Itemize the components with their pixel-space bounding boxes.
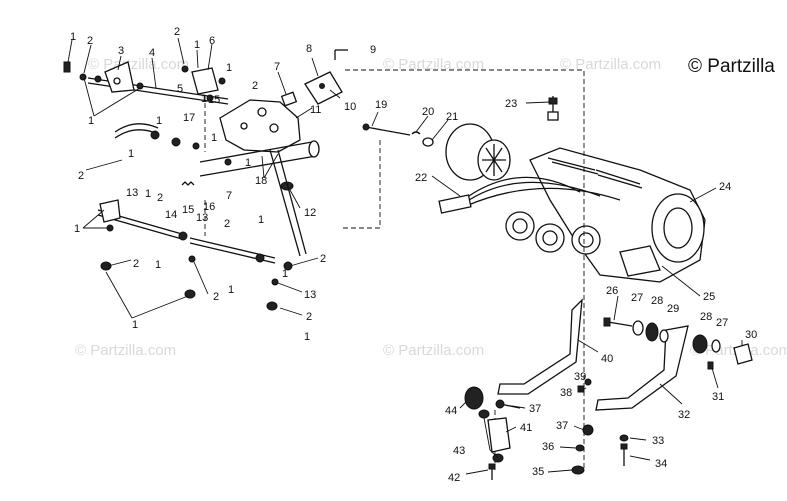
callout-1: 1 xyxy=(74,223,80,235)
callout-2: 2 xyxy=(252,80,258,92)
watermark-mid-center: © Partzilla.com xyxy=(383,342,485,359)
callout-2: 2 xyxy=(213,291,219,303)
callout-39: 39 xyxy=(574,371,586,383)
callout-17: 17 xyxy=(183,112,195,124)
callout-36: 36 xyxy=(542,441,554,453)
callout-13: 13 xyxy=(304,289,316,301)
callout-2: 2 xyxy=(87,35,93,47)
throttle-linkage-upper xyxy=(63,49,348,257)
callout-1: 1 xyxy=(145,188,151,200)
engine-carburetor-assembly xyxy=(362,96,706,283)
callout-26: 26 xyxy=(606,285,618,297)
callout-1: 1 xyxy=(156,115,162,127)
watermark-top-right: © Partzilla.com xyxy=(560,56,662,73)
callout-28: 28 xyxy=(651,295,663,307)
callout-32: 32 xyxy=(678,409,690,421)
callout-20: 20 xyxy=(422,106,434,118)
callout-30: 30 xyxy=(745,329,757,341)
callout-27: 27 xyxy=(716,317,728,329)
callout-16: 16 xyxy=(203,201,215,213)
callout-7: 7 xyxy=(226,190,232,202)
callout-44: 44 xyxy=(445,405,457,417)
callout-19: 19 xyxy=(375,99,387,111)
callout-1: 1 xyxy=(155,259,161,271)
callout-25: 25 xyxy=(703,291,715,303)
callout-1: 1 xyxy=(201,93,207,105)
callout-1: 1 xyxy=(128,148,134,160)
callout-1: 1 xyxy=(70,31,76,43)
callout-43: 43 xyxy=(453,445,465,457)
callout-18: 18 xyxy=(255,175,267,187)
callout-2: 2 xyxy=(320,253,326,265)
callout-15: 15 xyxy=(208,94,220,106)
callout-5: 5 xyxy=(177,83,183,95)
callout-13: 13 xyxy=(196,212,208,224)
callout-40: 40 xyxy=(601,353,613,365)
callout-2: 2 xyxy=(157,192,163,204)
callout-7: 7 xyxy=(274,61,280,73)
callout-1: 1 xyxy=(132,319,138,331)
callout-numbers: 1 2 3 4 2 1 6 1 5 1 15 2 1 7 8 9 10 11 1… xyxy=(70,26,757,484)
callout-27: 27 xyxy=(631,292,643,304)
callout-31: 31 xyxy=(712,391,724,403)
callout-11: 11 xyxy=(310,104,321,116)
callout-1: 1 xyxy=(228,284,234,296)
callout-2: 2 xyxy=(133,258,139,270)
callout-42: 42 xyxy=(448,472,460,484)
callout-3: 3 xyxy=(118,45,124,57)
callout-28: 28 xyxy=(700,311,712,323)
callout-29: 29 xyxy=(667,303,679,315)
callout-1: 1 xyxy=(245,157,251,169)
callout-1: 1 xyxy=(258,214,264,226)
callout-1: 1 xyxy=(211,132,217,144)
callout-34: 34 xyxy=(655,458,667,470)
callout-38: 38 xyxy=(560,387,572,399)
callout-1: 1 xyxy=(226,62,232,74)
callout-41: 41 xyxy=(520,422,532,434)
callout-15: 15 xyxy=(182,204,194,216)
callout-4: 4 xyxy=(149,47,155,59)
callout-33: 33 xyxy=(652,435,664,447)
leader-lines xyxy=(67,37,743,475)
callout-1: 1 xyxy=(88,115,94,127)
callout-14: 14 xyxy=(165,209,177,221)
callout-10: 10 xyxy=(344,101,356,113)
callout-1: 1 xyxy=(282,268,288,280)
callout-37: 37 xyxy=(529,403,541,415)
callout-35: 35 xyxy=(532,466,544,478)
callout-8: 8 xyxy=(306,43,312,55)
watermark-mid-left: © Partzilla.com xyxy=(75,342,177,359)
callout-2: 2 xyxy=(174,26,180,38)
copyright-notice: © Partzilla xyxy=(688,56,775,77)
callout-2: 2 xyxy=(78,170,84,182)
watermark-top-center: © Partzilla.com xyxy=(383,56,485,73)
callout-22: 22 xyxy=(415,172,427,184)
callout-24: 24 xyxy=(719,181,731,193)
callout-12: 12 xyxy=(304,207,316,219)
callout-1: 1 xyxy=(194,39,200,51)
callout-1: 1 xyxy=(304,331,310,343)
callout-6: 6 xyxy=(209,35,215,47)
callout-37: 37 xyxy=(556,420,568,432)
callout-13: 13 xyxy=(126,187,138,199)
callout-2: 2 xyxy=(306,311,312,323)
callout-9: 9 xyxy=(370,44,376,56)
callout-2: 2 xyxy=(224,218,230,230)
callout-23: 23 xyxy=(505,98,517,110)
callout-21: 21 xyxy=(446,111,458,123)
engine-mount-brackets xyxy=(464,298,753,480)
